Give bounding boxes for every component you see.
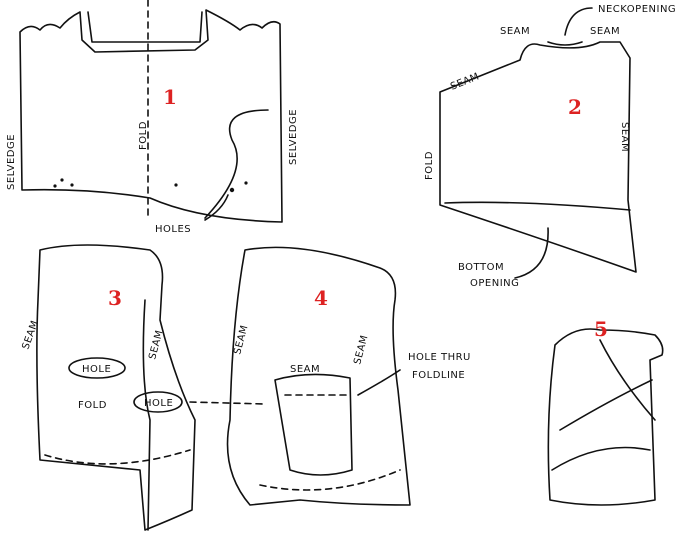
fig4-bottom-dash (259, 469, 401, 491)
fig1-holes: HOLES (155, 224, 191, 235)
fig4-fold-flap (274, 373, 353, 476)
fig3-outline (36, 244, 196, 531)
fig1-holes-arrow (204, 109, 269, 219)
fig4-hole-thru-2: FOLDLINE (412, 370, 465, 381)
fig1-number: 1 (163, 85, 177, 109)
fig3-hole-top (68, 357, 126, 379)
fig2-seam-top-left: SEAM (500, 26, 530, 37)
fig4-number: 4 (314, 286, 328, 310)
fig3-seam-right: SEAM (147, 329, 165, 361)
fig3-hole-bottom-label: HOLE (144, 398, 173, 409)
fig4-hole-arrow (357, 369, 401, 396)
fig2-fold: FOLD (424, 151, 435, 180)
fig2-outline (439, 41, 637, 273)
figure-2: 2 NECKOPENING SEAM SEAM SEAM FOLD SEAM B… (424, 4, 676, 289)
fig3-fold-label: FOLD (78, 400, 107, 411)
fig5-drape-1 (599, 339, 656, 421)
fig2-bottom-label-2: OPENING (470, 278, 519, 289)
fig4-seam-top: SEAM (290, 364, 320, 375)
fig3-fold (142, 299, 151, 531)
fig2-number: 2 (568, 95, 582, 119)
fig3-seam-left: SEAM (20, 319, 41, 351)
fig1-selvedge-right: SELVEDGE (288, 109, 299, 165)
fig5-outline (547, 328, 664, 506)
fig3-number: 3 (108, 286, 122, 310)
fig1-holes-arrow2 (204, 194, 229, 221)
fig2-seam-shoulder: SEAM (449, 71, 481, 92)
fig4-outline (226, 246, 411, 506)
fig2-seam-side: SEAM (619, 122, 630, 152)
fig3-hole-bottom (133, 391, 183, 413)
figure-5: 5 (547, 317, 664, 506)
fig4-hole-thru-1: HOLE THRU (408, 352, 471, 363)
figure-3: 3 SEAM HOLE SEAM FOLD HOLE (20, 244, 266, 531)
fig5-drape-2 (559, 379, 653, 431)
fig2-bottom (444, 201, 631, 211)
fig2-neck-opening: NECKOPENING (598, 4, 676, 15)
fig2-neck (547, 41, 583, 46)
fig5-drape-3 (551, 446, 651, 471)
fig1-selvedge-left: SELVEDGE (6, 134, 17, 190)
fig2-seam-top-right: SEAM (590, 26, 620, 37)
fig3-hole-top-label: HOLE (82, 364, 111, 375)
fig1-neck (87, 11, 203, 43)
fig2-arrow-neck (564, 7, 593, 36)
fig5-number: 5 (594, 317, 608, 341)
figure-4: 4 SEAM SEAM SEAM HOLE THRU FOLDLINE (226, 246, 471, 506)
fig2-bottom-label-1: BOTTOM (458, 262, 504, 273)
fig2-arrow-bottom (514, 227, 549, 279)
figure-1: 1 SELVEDGE FOLD SELVEDGE HOLES (6, 0, 299, 235)
fig4-seam-right: SEAM (352, 334, 370, 366)
fig3-arrow-dash (189, 401, 266, 405)
fig1-fold: FOLD (138, 121, 149, 150)
fig1-outline (19, 9, 283, 223)
fig3-bottom-dash (44, 449, 191, 465)
